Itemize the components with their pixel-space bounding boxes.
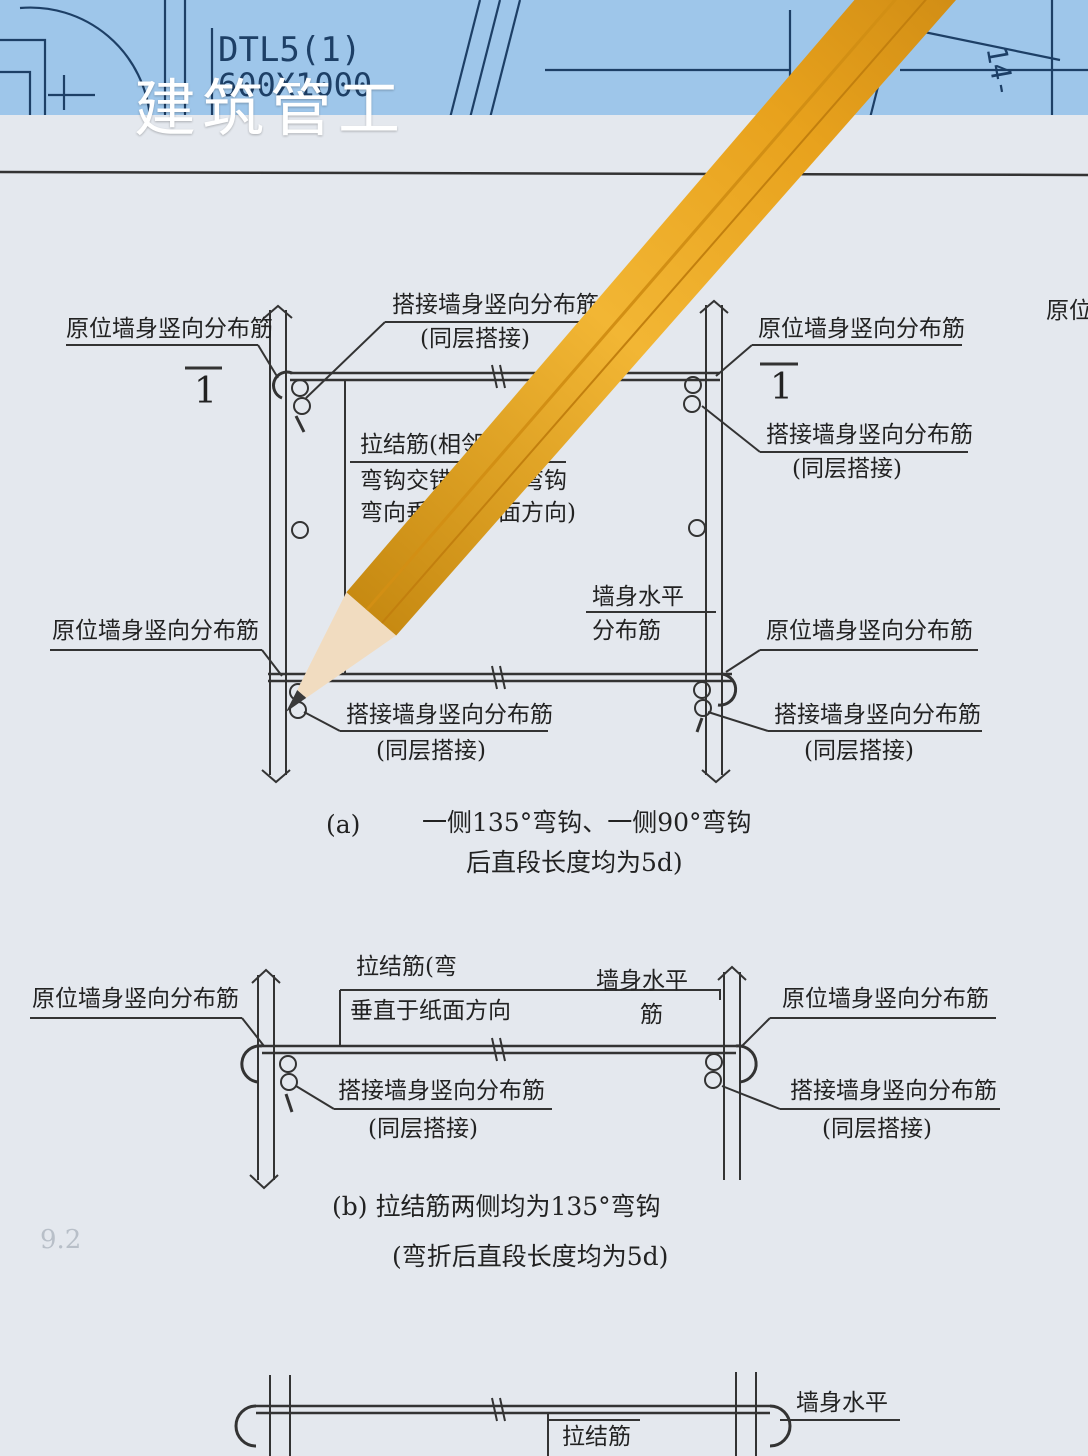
label-a-bottom-center-2: (同层搭接) [376, 738, 486, 764]
caption-b-2: (弯折后直段长度均为5d) [392, 1242, 669, 1271]
label-b-horizontal-1: 墙身水平 [596, 968, 688, 994]
label-c-tie: 拉结筋 [562, 1424, 631, 1450]
caption-b-1: (b) 拉结筋两侧均为135°弯钩 [332, 1192, 661, 1221]
label-a-bottom-left: 原位墙身竖向分布筋 [52, 618, 259, 644]
label-b-center-1: 搭接墙身竖向分布筋 [338, 1078, 545, 1104]
label-a-horizontal-2: 分布筋 [592, 618, 661, 644]
watermark-text: 建筑管工 [134, 72, 407, 145]
section-mark-left: 1 [194, 371, 217, 412]
pencil-wood [297, 592, 397, 698]
label-a-bottom-right-lap-2: (同层搭接) [804, 738, 914, 764]
faint-text: 9.2 [40, 1225, 82, 1255]
label-b-horizontal-2: 筋 [640, 1002, 663, 1028]
label-b-tie-2: 垂直于纸面方向 [350, 998, 511, 1024]
pencil-body [346, 0, 1088, 636]
label-c-horizontal: 墙身水平 [796, 1390, 888, 1416]
label-b-right-lap-1: 搭接墙身竖向分布筋 [790, 1078, 997, 1104]
label-a-top-center-2: (同层搭接) [420, 326, 530, 352]
paper-page [0, 115, 1088, 1456]
section-mark-right: 1 [770, 367, 793, 408]
label-a-bottom-right: 原位墙身竖向分布筋 [766, 618, 973, 644]
label-b-tie-1: 拉结筋(弯 [356, 954, 457, 980]
label-b-center-2: (同层搭接) [368, 1116, 478, 1142]
label-a-right-upper-2: (同层搭接) [792, 456, 902, 482]
blueprint-label-1: DTL5(1) [218, 30, 362, 70]
label-a-top-center-1: 搭接墙身竖向分布筋 [392, 292, 599, 318]
label-a-right-upper-1: 搭接墙身竖向分布筋 [766, 422, 973, 448]
label-a-bottom-right-lap-1: 搭接墙身竖向分布筋 [774, 702, 981, 728]
label-a-top-right: 原位墙身竖向分布筋 [758, 316, 965, 342]
blueprint-label-2: 600X1000 [218, 66, 373, 104]
pencil-lead [286, 689, 307, 712]
caption-a-1-b: 一侧135°弯钩、一侧90°弯钩 [422, 808, 752, 837]
caption-a-2: 后直段长度均为5d) [466, 848, 683, 877]
caption-a-1-a: (a) [326, 810, 361, 839]
label-b-right-lap-2: (同层搭接) [822, 1116, 932, 1142]
label-b-left: 原位墙身竖向分布筋 [32, 986, 239, 1012]
label-a-bottom-center-1: 搭接墙身竖向分布筋 [346, 702, 553, 728]
label-a-top-left: 原位墙身竖向分布筋 [66, 316, 273, 342]
side-text-right: 原位 [1046, 298, 1088, 324]
label-a-horizontal-1: 墙身水平 [592, 584, 684, 610]
label-b-right: 原位墙身竖向分布筋 [782, 986, 989, 1012]
